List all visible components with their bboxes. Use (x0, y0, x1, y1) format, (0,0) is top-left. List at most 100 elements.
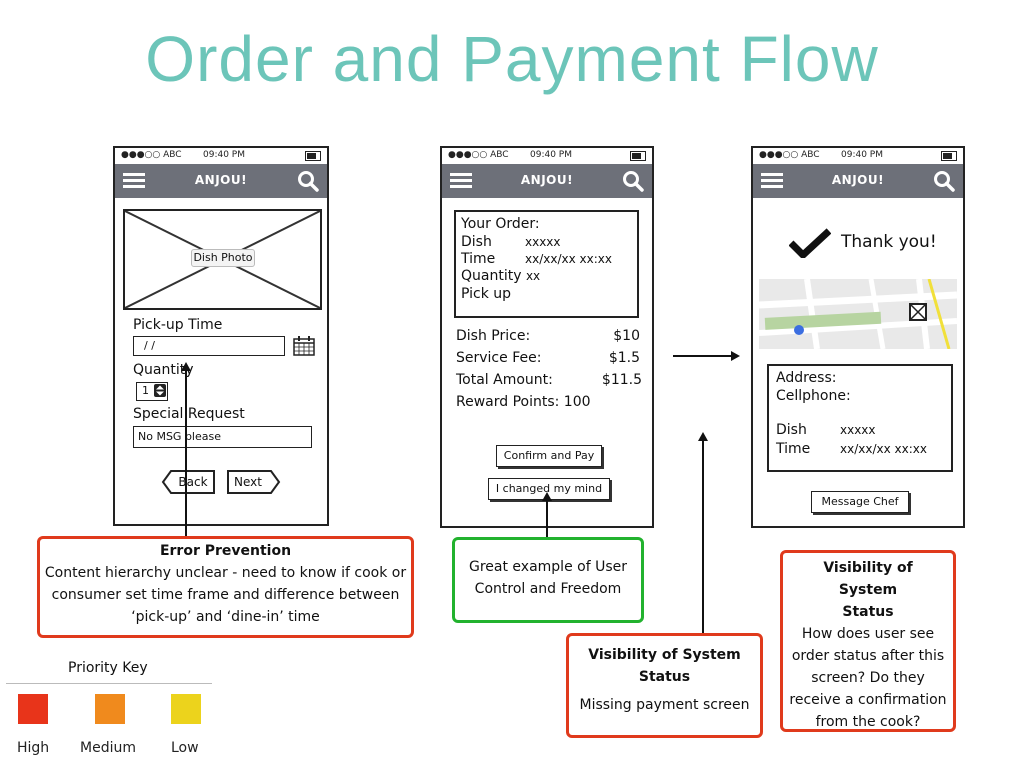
priority-label-low: Low (171, 740, 199, 756)
hamburger-menu-icon[interactable] (761, 173, 783, 189)
annotation-body: Great example of User Control and Freedo… (469, 559, 627, 597)
back-button[interactable] (161, 469, 217, 495)
app-name: ANJOU! (831, 173, 885, 187)
confirm-and-pay-button[interactable]: Confirm and Pay (496, 445, 602, 467)
pickup-time-label: Pick-up Time (133, 317, 223, 333)
nav-bar: ANJOU! (753, 164, 963, 198)
price-label: Total Amount: (456, 372, 553, 388)
reward-points: Reward Points: 100 (456, 394, 591, 410)
nav-bar: ANJOU! (115, 164, 327, 198)
message-chef-button[interactable]: Message Chef (811, 491, 909, 513)
order-row-value: xx (525, 269, 541, 283)
hamburger-menu-icon[interactable] (450, 173, 472, 189)
dish-photo-label: Dish Photo (191, 249, 255, 267)
order-row: Dish xxxxx (461, 234, 561, 250)
flow-arrow-line (673, 355, 733, 357)
annotation-body: How does user see order status after thi… (789, 626, 947, 730)
price-row: Service Fee: $1.5 (456, 350, 640, 366)
annotation-heading: Error Prevention (159, 543, 292, 559)
phone-screen-order: ●●●○○ ABC 09:40 PM ANJOU! Dish Photo Pic… (113, 146, 329, 526)
carrier-label: ●●●○○ ABC (448, 150, 509, 160)
quantity-value: 1 (142, 384, 149, 397)
app-name: ANJOU! (520, 173, 574, 187)
search-icon[interactable] (933, 170, 955, 192)
annotation-body: Missing payment screen (579, 697, 750, 713)
checkmark-icon (789, 228, 831, 258)
app-name: ANJOU! (194, 173, 248, 187)
carrier-label: ●●●○○ ABC (121, 150, 182, 160)
priority-key-title: Priority Key (68, 660, 148, 676)
priority-label-high: High (17, 740, 50, 756)
map-view[interactable] (759, 279, 957, 349)
calendar-icon[interactable] (293, 336, 315, 356)
priority-swatch-medium (95, 694, 125, 724)
annotation-visibility-payment: Visibility of System Status Missing paym… (566, 633, 763, 738)
next-button[interactable] (225, 469, 281, 495)
address-label: Address: (776, 370, 837, 386)
priority-swatch-low (171, 694, 201, 724)
pickup-time-input[interactable]: / / (133, 336, 285, 356)
cellphone-label: Cellphone: (776, 388, 851, 404)
order-row-value: xxxxx (525, 235, 561, 249)
time-label: Time (776, 441, 811, 457)
connector-control-line (546, 500, 548, 538)
clock-label: 09:40 PM (841, 150, 883, 160)
special-request-value: No MSG please (138, 430, 221, 443)
connector-visibility-line (702, 440, 704, 633)
order-details-box: Address: Cellphone: Dish xxxxx Time xx/xx/… (767, 364, 953, 472)
price-value: $1.5 (608, 350, 640, 366)
order-row-label: Quantity (461, 268, 522, 284)
battery-icon (941, 151, 957, 161)
nav-bar: ANJOU! (442, 164, 652, 198)
time-value: xx/xx/xx xx:xx (840, 442, 927, 456)
order-summary-box: Your Order: Dish xxxxx Time xx/xx/xx xx:xx… (454, 210, 639, 318)
stepper-arrows-icon[interactable] (154, 384, 166, 397)
annotation-heading: Visibility of System Status (823, 560, 913, 620)
order-row: Pick up (461, 286, 511, 302)
annotation-user-control: Great example of User Control and Freedo… (452, 537, 644, 623)
dish-value: xxxxx (840, 423, 876, 437)
priority-label-medium: Medium (80, 740, 136, 756)
annotation-error-prevention: Error Prevention Content hierarchy uncle… (37, 536, 414, 638)
pickup-time-value: / / (144, 339, 155, 352)
clock-label: 09:40 PM (530, 150, 572, 160)
special-request-label: Special Request (133, 406, 245, 422)
quantity-label: Quantity (133, 362, 194, 378)
order-row-label: Time (461, 251, 496, 267)
next-button-label: Next (234, 475, 262, 489)
carrier-label: ●●●○○ ABC (759, 150, 820, 160)
connector-control-arrow (542, 492, 552, 501)
connector-error-line (185, 370, 187, 538)
back-button-label: Back (178, 475, 208, 489)
status-bar: ●●●○○ ABC 09:40 PM (442, 148, 652, 164)
price-label: Dish Price: (456, 328, 531, 344)
price-value: $11.5 (601, 372, 642, 388)
annotation-body: Content hierarchy unclear - need to know… (44, 565, 407, 625)
order-row-value: xx/xx/xx xx:xx (525, 252, 612, 266)
order-row: Quantity xx (461, 268, 540, 284)
priority-swatch-high (18, 694, 48, 724)
price-label: Service Fee: (456, 350, 542, 366)
changed-my-mind-button[interactable]: I changed my mind (488, 478, 610, 500)
special-request-input[interactable]: No MSG please (133, 426, 312, 448)
annotation-visibility-confirmation: Visibility of System Status How does use… (780, 550, 956, 732)
search-icon[interactable] (622, 170, 644, 192)
dish-photo-placeholder: Dish Photo (123, 209, 322, 310)
connector-visibility-arrow (698, 432, 708, 441)
order-summary-title: Your Order: (461, 216, 540, 232)
phone-screen-confirmation: ●●●○○ ABC 09:40 PM ANJOU! Thank you! Add… (751, 146, 965, 528)
order-row-label: Pick up (461, 286, 512, 302)
price-value: $10 (613, 328, 640, 344)
order-row-label: Dish (461, 234, 492, 250)
status-bar: ●●●○○ ABC 09:40 PM (753, 148, 963, 164)
page-title: Order and Payment Flow (145, 23, 879, 95)
annotation-heading: Visibility of System Status (588, 647, 741, 685)
connector-error-arrow (181, 362, 191, 371)
dish-label: Dish (776, 422, 807, 438)
search-icon[interactable] (297, 170, 319, 192)
price-row: Total Amount: $11.5 (456, 372, 642, 388)
time-row: Time xx/xx/xx xx:xx (776, 441, 927, 457)
quantity-stepper[interactable]: 1 (136, 382, 168, 401)
priority-key-divider (6, 683, 212, 684)
hamburger-menu-icon[interactable] (123, 173, 145, 189)
